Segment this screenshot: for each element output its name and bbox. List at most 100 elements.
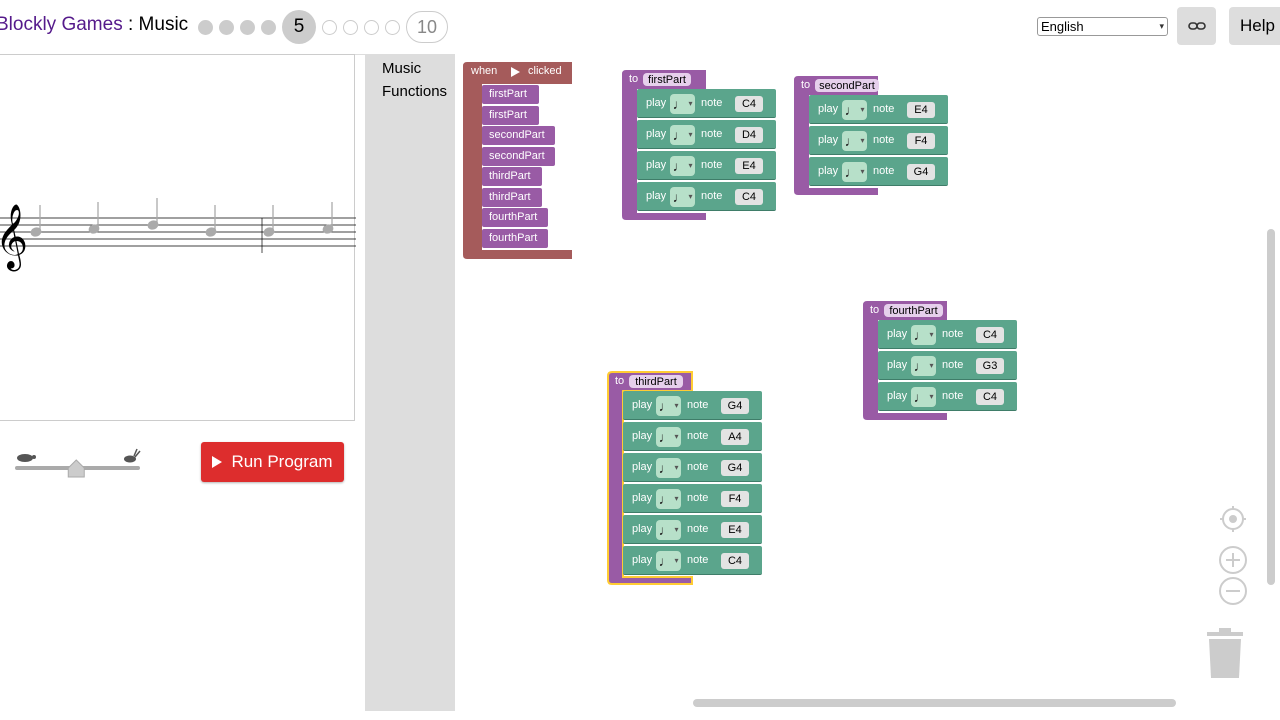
chevron-down-icon: ▾	[674, 525, 679, 534]
note-value[interactable]: F4	[907, 132, 935, 149]
toolbox-category-music[interactable]: Music	[382, 60, 422, 77]
note-value[interactable]: C4	[735, 95, 763, 112]
slider-knob[interactable]	[67, 459, 85, 478]
note-value[interactable]: G4	[721, 459, 749, 476]
level-6-dot[interactable]	[322, 19, 337, 35]
level-9-dot[interactable]	[385, 19, 400, 35]
play-label: play	[632, 429, 653, 442]
note-value[interactable]: F4	[721, 490, 749, 507]
note-value[interactable]: G4	[721, 397, 749, 414]
duration-dropdown[interactable]: ♩▾	[670, 124, 695, 145]
call-block[interactable]: secondPart	[482, 126, 555, 145]
note-value[interactable]: A4	[721, 428, 749, 445]
duration-dropdown[interactable]: ♩▾	[842, 130, 867, 151]
call-block[interactable]: firstPart	[482, 105, 539, 125]
duration-dropdown[interactable]: ♩▾	[656, 426, 681, 447]
note-value[interactable]: D4	[735, 126, 763, 143]
level-8-dot[interactable]	[364, 19, 379, 35]
note-value[interactable]: E4	[735, 157, 763, 174]
play-note-block[interactable]: play♩▾ note C4	[637, 89, 776, 118]
title-separator: :	[122, 14, 139, 35]
zoom-in-icon[interactable]	[1218, 545, 1248, 575]
function-name-field[interactable]: fourthPart	[884, 304, 943, 317]
function-name-field[interactable]: thirdPart	[629, 375, 683, 388]
note-value[interactable]: G4	[907, 163, 935, 180]
when-clicked-block[interactable]: when clicked	[463, 62, 573, 259]
duration-dropdown[interactable]: ♩▾	[670, 93, 695, 114]
call-block[interactable]: thirdPart	[482, 167, 542, 186]
call-block[interactable]: fourthPart	[482, 228, 548, 248]
note-label: note	[701, 96, 723, 109]
note-value[interactable]: C4	[721, 552, 749, 569]
function-name-field[interactable]: firstPart	[643, 73, 691, 86]
duration-dropdown[interactable]: ♩▾	[656, 550, 681, 571]
level-7-dot[interactable]	[343, 19, 358, 35]
call-block[interactable]: thirdPart	[482, 187, 542, 207]
link-button[interactable]	[1177, 7, 1216, 45]
blockly-games-link[interactable]: Blockly Games	[0, 14, 123, 35]
note-value[interactable]: G3	[976, 357, 1004, 374]
duration-dropdown[interactable]: ♩▾	[656, 457, 681, 478]
duration-dropdown[interactable]: ♩▾	[842, 99, 867, 120]
note-value[interactable]: C4	[976, 388, 1004, 405]
play-label: play	[646, 96, 667, 109]
help-button[interactable]: Help	[1229, 7, 1280, 45]
current-level-indicator: 5	[282, 10, 316, 44]
note-value[interactable]: C4	[735, 188, 763, 205]
level-1-dot[interactable]	[198, 19, 213, 35]
language-select[interactable]: English ▾	[1037, 17, 1168, 36]
duration-dropdown[interactable]: ♩▾	[911, 324, 936, 345]
toolbox-category-functions[interactable]: Functions	[382, 83, 448, 100]
note-label: note	[687, 522, 709, 535]
duration-dropdown[interactable]: ♩▾	[670, 155, 695, 176]
trash-icon[interactable]	[1207, 628, 1243, 680]
duration-dropdown[interactable]: ♩▾	[656, 488, 681, 509]
run-program-button[interactable]: Run Program	[201, 442, 344, 482]
level-4-dot[interactable]	[261, 19, 276, 35]
horizontal-scrollbar[interactable]	[693, 699, 1176, 707]
chevron-down-icon: ▾	[674, 432, 679, 441]
recenter-icon[interactable]	[1220, 506, 1246, 532]
zoom-out-icon[interactable]	[1218, 576, 1248, 606]
level-3-dot[interactable]	[240, 19, 255, 35]
function-name-field[interactable]: secondPart	[815, 79, 879, 92]
duration-dropdown[interactable]: ♩▾	[911, 386, 936, 407]
duration-dropdown[interactable]: ♩▾	[670, 186, 695, 207]
vertical-scrollbar[interactable]	[1267, 229, 1275, 585]
level-10-button[interactable]: 10	[406, 11, 448, 43]
note-value[interactable]: C4	[976, 326, 1004, 343]
call-block[interactable]: secondPart	[482, 146, 555, 166]
note-value[interactable]: E4	[907, 101, 935, 118]
speed-slider[interactable]	[14, 446, 144, 482]
duration-dropdown[interactable]: ♩▾	[656, 519, 681, 540]
call-block[interactable]: firstPart	[482, 85, 539, 104]
chevron-down-icon: ▾	[929, 361, 934, 370]
duration-dropdown[interactable]: ♩▾	[842, 161, 867, 182]
duration-dropdown[interactable]: ♩▾	[911, 355, 936, 376]
level-2-dot[interactable]	[219, 19, 234, 35]
call-block[interactable]: fourthPart	[482, 208, 548, 227]
note-value[interactable]: E4	[721, 521, 749, 538]
duration-dropdown[interactable]: ♩▾	[656, 395, 681, 416]
turtle-icon	[17, 454, 36, 462]
